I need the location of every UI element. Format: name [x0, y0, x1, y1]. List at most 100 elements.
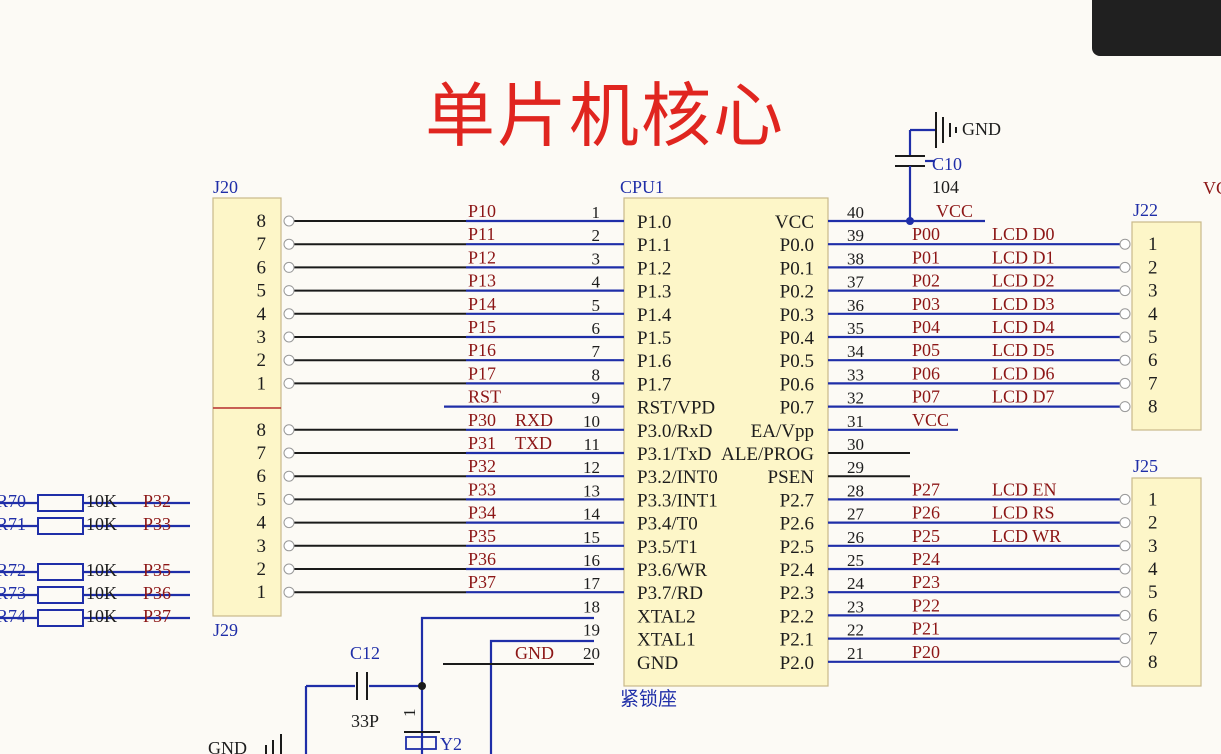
net-label: P26 [912, 503, 940, 523]
j22-pin-terminal [1119, 331, 1131, 343]
net-alias-label: LCD D2 [992, 271, 1055, 291]
net-label: P14 [468, 294, 496, 314]
c10-ref: C10 [932, 154, 962, 174]
cpu-pin-number: 27 [847, 505, 865, 524]
cpu-pin-name: P1.5 [637, 328, 671, 349]
resistor-ref: R73 [0, 583, 26, 603]
resistor-body [37, 494, 84, 512]
net-label: P12 [468, 247, 496, 267]
net-alias-label: LCD RS [992, 503, 1055, 523]
net-label: P07 [912, 387, 940, 407]
crystal-network [265, 616, 594, 754]
cpu-pin-number: 25 [847, 551, 864, 570]
j29-pin-number: 2 [257, 559, 267, 580]
cpu-pin-number: 5 [592, 296, 601, 315]
cpu-pin-name: XTAL2 [637, 606, 696, 627]
cpu-pin-name: P0.7 [780, 398, 814, 419]
cpu-pin-name: P3.1/TxD [637, 444, 711, 465]
cpu-pin-number: 13 [583, 481, 600, 500]
net-label: P31 [468, 433, 496, 453]
cpu-pin-number: 17 [583, 574, 601, 593]
resistor-body [37, 586, 84, 604]
j25-pin-number: 4 [1148, 559, 1158, 580]
cpu-pin-name: P3.6/WR [637, 560, 708, 581]
cpu-body [623, 197, 829, 687]
j29-pin-number: 1 [257, 582, 267, 603]
resistor-ref: R72 [0, 560, 26, 580]
net-label: P21 [912, 619, 940, 639]
cpu-pin-name: P1.3 [637, 282, 671, 303]
cpu-pin-name: P0.3 [780, 305, 814, 326]
cpu-pin-number: 30 [847, 435, 864, 454]
cpu-pin-name: P2.0 [780, 653, 814, 674]
y2-ref: Y2 [440, 734, 462, 754]
j22-pin-terminal [1119, 377, 1131, 389]
j22-pin-terminal [1119, 401, 1131, 413]
net-alias-label: LCD D0 [992, 224, 1055, 244]
j25-pin-number: 8 [1148, 652, 1158, 673]
j25-pin-terminal [1119, 633, 1131, 645]
cpu-pin-name: P0.2 [780, 282, 814, 303]
y2-pin: 1 [400, 709, 419, 718]
j22-pin-terminal [1119, 238, 1131, 250]
j22-body [1131, 221, 1202, 431]
cpu-pin-number: 8 [592, 365, 601, 384]
net-label: P35 [468, 526, 496, 546]
j20-pin-number: 8 [257, 211, 267, 232]
cpu-pin-number: 31 [847, 412, 864, 431]
cpu-pin-name: P1.7 [637, 374, 671, 395]
j20-pin-number: 5 [257, 281, 267, 302]
net-label: P25 [912, 526, 940, 546]
resistor-net-label: P37 [143, 606, 171, 626]
resistor-ref: R74 [0, 606, 26, 626]
cpu-pin-name: P1.1 [637, 235, 671, 256]
net-label: P33 [468, 479, 496, 499]
net-label: P11 [468, 224, 495, 244]
net-label: P16 [468, 340, 496, 360]
cpu-pin-number: 11 [584, 435, 600, 454]
net-label: P00 [912, 224, 940, 244]
cpu-pin-number: 24 [847, 574, 865, 593]
net-label: P27 [912, 479, 940, 499]
net-alias-label: LCD D5 [992, 340, 1055, 360]
j29-pin-terminal [283, 424, 295, 436]
cpu-pin-name: P3.5/T1 [637, 537, 698, 558]
cpu-pin-number: 2 [592, 226, 601, 245]
net-alias-label: LCD D7 [992, 387, 1055, 407]
j29-pin-terminal [283, 470, 295, 482]
j20-label: J20 [213, 177, 238, 197]
net-label: P04 [912, 317, 940, 337]
net-label: VCC [912, 410, 949, 430]
j25-body [1131, 477, 1202, 687]
resistor-value: 10K [86, 514, 117, 534]
j20-pin-terminal [283, 354, 295, 366]
cpu-designator: CPU1 [620, 177, 664, 197]
resistor-body [37, 517, 84, 535]
net-label: P01 [912, 247, 940, 267]
c10-value: 104 [932, 177, 959, 197]
gnd-bottom-label: GND [208, 738, 247, 754]
j25-pin-terminal [1119, 493, 1131, 505]
j20-pin-number: 1 [257, 373, 267, 394]
j22-pin-number: 1 [1148, 234, 1158, 255]
cpu-pin-number: 35 [847, 319, 864, 338]
cpu-pin-name: P0.6 [780, 374, 814, 395]
net-label: P24 [912, 549, 940, 569]
cpu-pin-number: 20 [583, 644, 600, 663]
j29-pin-terminal [283, 447, 295, 459]
j20-pin-terminal [283, 285, 295, 297]
j29-pin-terminal [283, 517, 295, 529]
cpu-pin-name: P0.0 [780, 235, 814, 256]
net-label: P15 [468, 317, 496, 337]
j25-pin-terminal [1119, 517, 1131, 529]
j29-body [212, 407, 282, 617]
cpu-pin-number: 23 [847, 597, 864, 616]
cpu-pin-name: P2.2 [780, 606, 814, 627]
j22-pin-number: 3 [1148, 281, 1158, 302]
resistor-ref: R71 [0, 514, 26, 534]
cpu-pin-name: P2.4 [780, 560, 815, 581]
cpu-pin-name: P3.0/RxD [637, 421, 713, 442]
j20-pin-number: 7 [257, 234, 267, 255]
j29-pin-terminal [283, 586, 295, 598]
